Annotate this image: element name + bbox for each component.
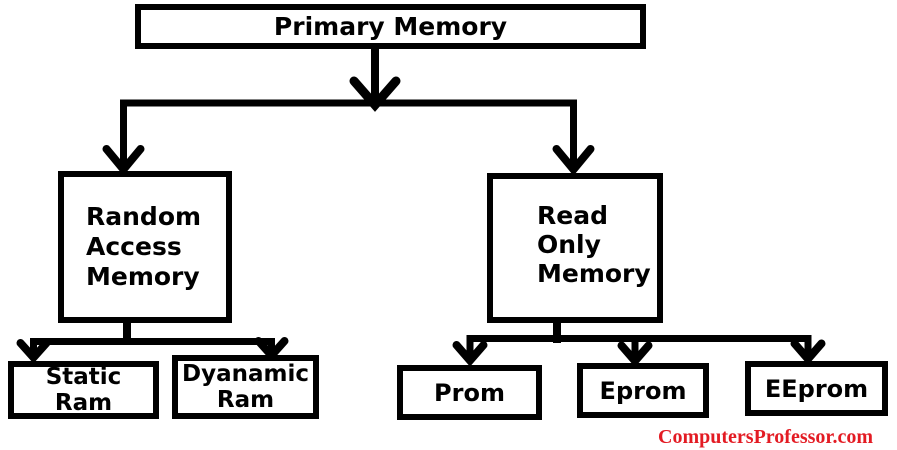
dynamic-ram-label: Dyanamic Ram — [182, 361, 309, 413]
node-primary-memory: Primary Memory — [135, 4, 646, 49]
static-ram-label: Static Ram — [45, 364, 122, 416]
node-random-access-memory: Random Access Memory — [58, 171, 232, 323]
eeprom-label: EEprom — [764, 374, 869, 403]
watermark-text: ComputersProfessor.com — [658, 426, 873, 448]
arrow-down-icon — [790, 339, 826, 366]
arrow-down-icon — [617, 341, 653, 368]
arrow-down-icon — [16, 339, 51, 364]
arrow-down-icon — [102, 145, 145, 176]
node-eeprom: EEprom — [745, 361, 888, 416]
node-read-only-memory: Read Only Memory — [487, 173, 663, 323]
connector-rom-split — [466, 335, 812, 358]
random-access-memory-label: Random Access Memory — [86, 202, 202, 291]
connector-top-split — [120, 99, 577, 168]
connector-ram-split — [30, 338, 275, 355]
node-dynamic-ram: Dyanamic Ram — [172, 355, 319, 419]
read-only-memory-label: Read Only Memory — [537, 201, 651, 288]
primary-memory-label: Primary Memory — [273, 12, 508, 41]
arrow-down-icon — [452, 341, 488, 367]
node-eprom: Eprom — [577, 363, 709, 418]
node-prom: Prom — [397, 365, 542, 420]
eprom-label: Eprom — [599, 376, 687, 405]
arrow-down-icon — [349, 76, 401, 112]
arrow-down-icon — [552, 145, 595, 176]
node-static-ram: Static Ram — [8, 361, 159, 419]
prom-label: Prom — [434, 378, 505, 407]
